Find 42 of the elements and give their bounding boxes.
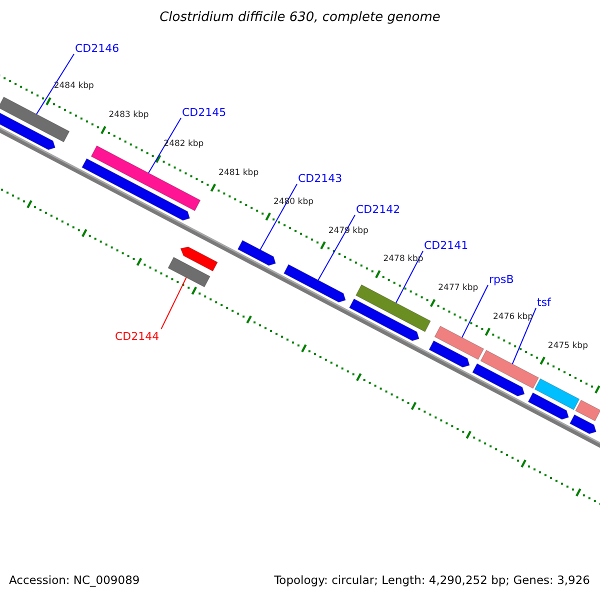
gene-label: rpsB [489,273,514,286]
leader-line [318,214,356,281]
leader-line [462,284,488,338]
gene-feature-pointed [284,264,346,303]
gene-label: CD2141 [424,239,468,252]
gene-feature-pointed [528,392,569,420]
scale-label: 2483 kbp [108,109,149,122]
gene-feature-pointed [180,246,218,272]
gene-label: tsf [537,296,551,309]
gene-feature-pointed [0,110,56,150]
leader-line [160,277,187,330]
gene-feature [480,350,539,389]
gene-label: CD2146 [75,42,120,55]
title: Clostridium difficile 630, complete genome [158,11,442,24]
gene-feature-pointed [82,158,190,221]
gene-feature-pointed [349,298,420,342]
scale-label: 2477 kbp [438,282,478,296]
gene-feature [575,400,600,422]
leader-line [260,184,298,250]
gene-feature [534,378,580,410]
scale-label: 2484 kbp [54,80,94,94]
gene-feature [0,96,70,142]
genome-info-text: Topology: circular; Length: 4,290,252 bp; Genes: 3,926 [274,574,590,587]
scale-label: 2476 kbp [493,311,534,324]
gene-label: CD2145 [182,106,226,119]
leader-line [512,308,536,364]
gene-feature-pointed [428,340,470,368]
gene-label: CD2143 [298,172,342,185]
accession-text: Accession: NC_009089 [9,574,140,587]
leader-line [36,54,74,115]
scale-label: 2481 kbp [218,166,259,180]
gene-feature-pointed [570,414,596,434]
gene-feature [434,326,484,360]
gene-feature-pointed [472,363,525,396]
scale-label: 2475 kbp [548,340,588,353]
gene-label: CD2142 [356,203,400,216]
leader-line [148,118,182,174]
gene-feature [168,256,210,288]
gene-feature-pointed [237,240,276,266]
leader-line [396,250,424,304]
gene-label: CD2144 [115,330,160,343]
gene-feature [356,284,431,332]
